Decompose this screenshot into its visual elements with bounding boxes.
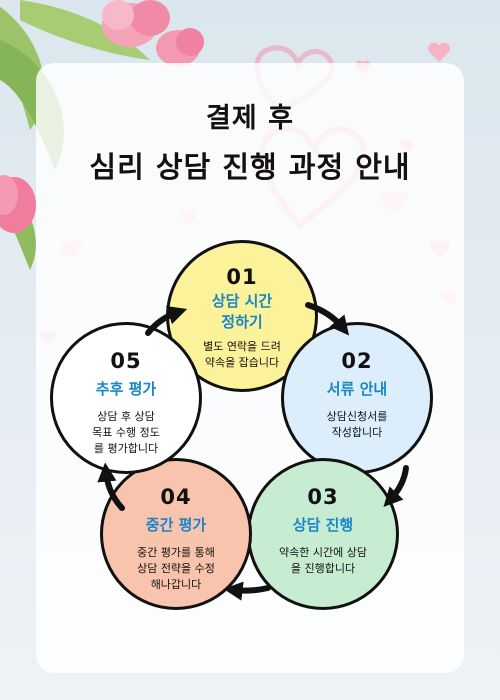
- step-desc-line2: 목표 수행 정도: [92, 426, 160, 439]
- step-desc-line3: 를 평가합니다: [93, 442, 159, 455]
- arrow-05-to-01-icon: [145, 305, 188, 336]
- step-desc-line2: 작성합니다: [331, 426, 383, 439]
- step-desc-line2: 상담 전략을 수정: [137, 562, 215, 575]
- step-description: 별도 연락을 드려 약속을 잡습니다: [203, 339, 281, 371]
- step-title-line2: 정하기: [221, 313, 263, 331]
- step-number: 03: [307, 485, 339, 509]
- tulip-leaf-icon: [20, 0, 150, 60]
- step-circle-05: 05 추후 평가 상담 후 상담 목표 수행 정도 를 평가합니다: [50, 322, 202, 474]
- step-desc-line1: 약속한 시간에 상담: [279, 546, 367, 559]
- step-number: 05: [110, 349, 142, 373]
- step-title: 서류 안내: [326, 380, 388, 398]
- step-desc-line1: 상담신청서를: [326, 410, 388, 423]
- step-description: 상담 후 상담 목표 수행 정도 를 평가합니다: [92, 409, 160, 457]
- arrow-03-to-04-icon: [223, 581, 271, 601]
- step-description: 상담신청서를 작성합니다: [327, 409, 388, 441]
- page-title-line1: 결제 후: [206, 103, 294, 134]
- step-description: 중간 평가를 통해 상담 전략을 수정 해나갑니다: [137, 545, 215, 593]
- step-number: 01: [226, 265, 258, 289]
- step-number: 04: [160, 485, 192, 509]
- step-title: 상담 진행: [292, 516, 354, 534]
- step-title: 추후 평가: [95, 380, 157, 398]
- heart-icon: [428, 42, 450, 62]
- tulip-flower-icon: [0, 175, 36, 233]
- arrow-01-to-02-icon: [305, 302, 350, 336]
- step-desc-line2: 약속을 잡습니다: [204, 356, 280, 369]
- tulip-flower-icon: [102, 0, 170, 47]
- step-desc-line2: 을 진행합니다: [290, 562, 356, 575]
- page-title-line2: 심리 상담 진행 과정 안내: [89, 150, 411, 184]
- step-number: 02: [341, 349, 373, 373]
- step-circle-03: 03 상담 진행 약속한 시간에 상담 을 진행합니다: [247, 458, 399, 610]
- step-title: 상담 시간 정하기: [212, 291, 272, 333]
- tulip-flower-icon: [156, 28, 204, 66]
- arrow-02-to-03-icon: [383, 465, 409, 508]
- step-desc-line3: 해나갑니다: [150, 578, 202, 591]
- step-desc-line1: 상담 후 상담: [97, 410, 155, 423]
- step-title: 중간 평가: [145, 516, 207, 534]
- step-desc-line1: 중간 평가를 통해: [137, 546, 215, 559]
- step-title-line1: 상담 시간: [211, 292, 273, 310]
- arrow-04-to-05-icon: [97, 462, 125, 511]
- step-description: 약속한 시간에 상담 을 진행합니다: [279, 545, 367, 577]
- step-desc-line1: 별도 연락을 드려: [203, 340, 281, 353]
